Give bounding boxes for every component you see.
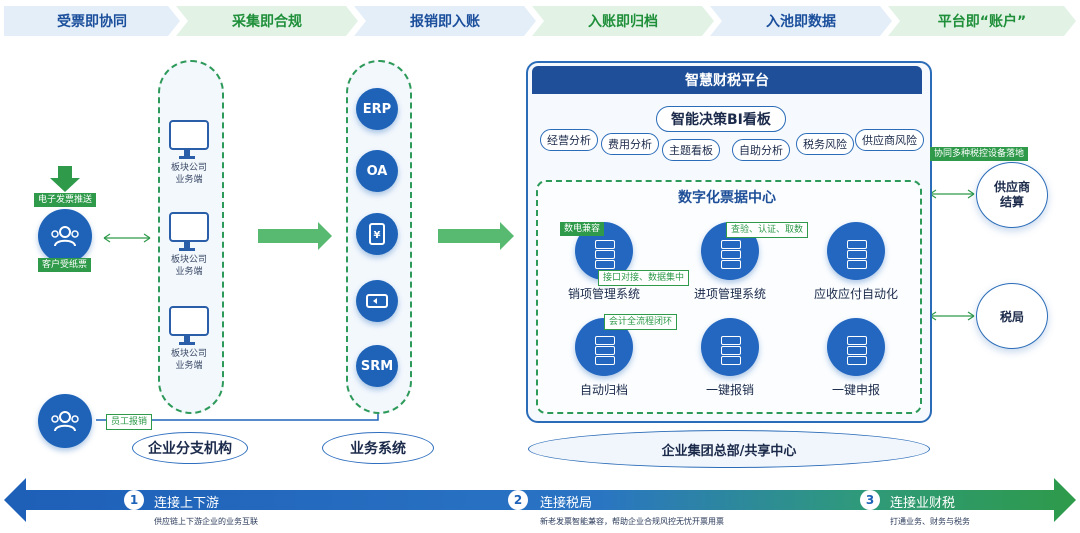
bi-item: 税务风险 [796,133,854,155]
step-number: 3 [860,490,880,510]
oa-badge: OA [356,150,398,192]
step-subtitle: 打通业务、财务与税务 [890,517,970,526]
monitor-icon [169,120,209,159]
stage-receive: 受票即协同 [4,6,180,36]
tax-bureau: 税局 [976,283,1048,349]
svg-text:¥: ¥ [374,230,381,241]
customer-tag: 客户受纸票 [38,258,92,272]
stage-platform: 平台即“账户” [888,6,1076,36]
step-subtitle: 供应链上下游企业的业务互联 [154,517,258,526]
step-subtitle: 新老发票智能兼容，帮助企业合规风控无忧开票用票 [540,517,724,526]
stage-archive: 入账即归档 [532,6,714,36]
interface-tag: 接口对接、数据集中 [598,270,690,286]
unit-card: 板块公司业务端 [149,120,229,186]
unit-card: 板块公司业务端 [149,306,229,372]
accounting-tag: 会计全流程闭环 [604,314,678,330]
monitor-icon [169,306,209,345]
stage-pool: 入池即数据 [710,6,892,36]
ar-ap-module[interactable]: 应收应付自动化 [801,222,911,302]
bi-item: 自助分析 [732,139,790,161]
supplier-settlement: 供应商结算 [976,162,1048,228]
employee-users-icon [38,394,92,448]
bi-item: 主题看板 [662,139,720,161]
stage-reimburse: 报销即入账 [354,6,536,36]
monitor-icon [169,212,209,251]
unit-card: 板块公司业务端 [149,212,229,278]
customer-users-icon [38,209,92,263]
push-arrow-icon [50,166,80,192]
coop-tag: 协同多种税控设备落地 [930,147,1029,161]
bi-item: 经营分析 [540,129,598,151]
bottom-flow-arrow-icon [4,478,1076,522]
server-icon [827,222,885,280]
bi-item: 供应商风险 [855,129,924,151]
step-title: 连接上下游 [154,496,220,511]
bi-board-title: 智能决策BI看板 [656,106,786,132]
step-number: 1 [124,490,144,510]
digital-compat-tag: 数电兼容 [560,222,605,236]
server-icon [827,318,885,376]
employee-tag: 员工报销 [106,414,153,430]
finance-doc-icon: ¥ [356,213,398,255]
stage-collect: 采集即合规 [176,6,358,36]
verify-tag: 查验、认证、取数 [726,222,809,238]
hq-shared-center: 企业集团总部/共享中心 [528,430,930,468]
platform-title: 智慧财税平台 [532,66,922,94]
bi-item: 费用分析 [601,133,659,155]
srm-badge: SRM [356,345,398,387]
video-icon [356,280,398,322]
systems-label: 业务系统 [322,432,434,464]
one-click-reimburse-module[interactable]: 一键报销 [675,318,785,398]
one-click-declare-module[interactable]: 一键申报 [801,318,911,398]
flow-arrow-icon [258,222,332,250]
auto-archive-module[interactable]: 自动归档 [549,318,659,398]
flow-arrow-icon [438,222,514,250]
step-number: 2 [508,490,528,510]
server-icon [701,318,759,376]
step-title: 连接税局 [540,496,593,511]
step-title: 连接业财税 [890,496,956,511]
center-title: 数字化票据中心 [678,190,776,206]
branch-label: 企业分支机构 [132,432,248,464]
push-tag: 电子发票推送 [34,193,97,207]
erp-badge: ERP [356,88,398,130]
